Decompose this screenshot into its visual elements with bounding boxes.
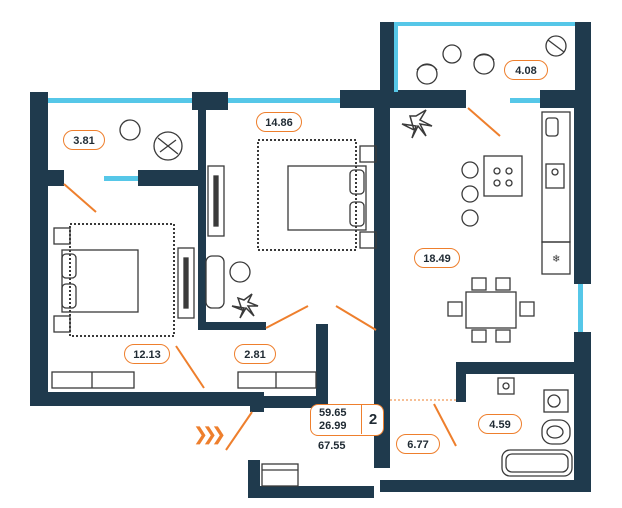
area-label-balcony-left: 3.81 [63, 130, 105, 150]
loggia-furniture [416, 35, 567, 85]
windows [48, 22, 583, 332]
area-summary: 59.65 26.99 2 [310, 404, 384, 436]
bathroom-fixtures [497, 377, 573, 477]
svg-text:❄: ❄ [552, 254, 560, 265]
bed-bedroom-2 [257, 139, 377, 251]
area-label-bedroom-1: 12.13 [124, 344, 170, 364]
door-swings [63, 107, 501, 451]
area-label-loggia: 4.08 [504, 60, 548, 80]
dining-set [447, 277, 535, 343]
area-label-kitchen-living: 18.49 [414, 248, 460, 268]
area-label-bedroom-2: 14.86 [256, 112, 302, 132]
summary-area-a: 59.65 [319, 407, 347, 419]
armchair [205, 255, 251, 309]
area-label-wardrobe: 2.81 [234, 344, 276, 364]
bed-bedroom-1 [53, 223, 175, 337]
plants [231, 109, 433, 319]
summary-total-area: 67.55 [318, 440, 346, 452]
summary-room-count: 2 [361, 405, 384, 434]
entrance-arrows-icon: ❯❯❯ [193, 424, 226, 444]
walls [30, 22, 591, 498]
area-label-bathroom: 4.59 [478, 414, 522, 434]
summary-area-b: 26.99 [319, 420, 347, 432]
wardrobes [51, 165, 317, 389]
balcony-furniture [119, 119, 183, 161]
entry-closet [261, 463, 299, 487]
area-label-hallway: 6.77 [396, 434, 440, 454]
kitchen-unit: ❄ [461, 111, 571, 275]
